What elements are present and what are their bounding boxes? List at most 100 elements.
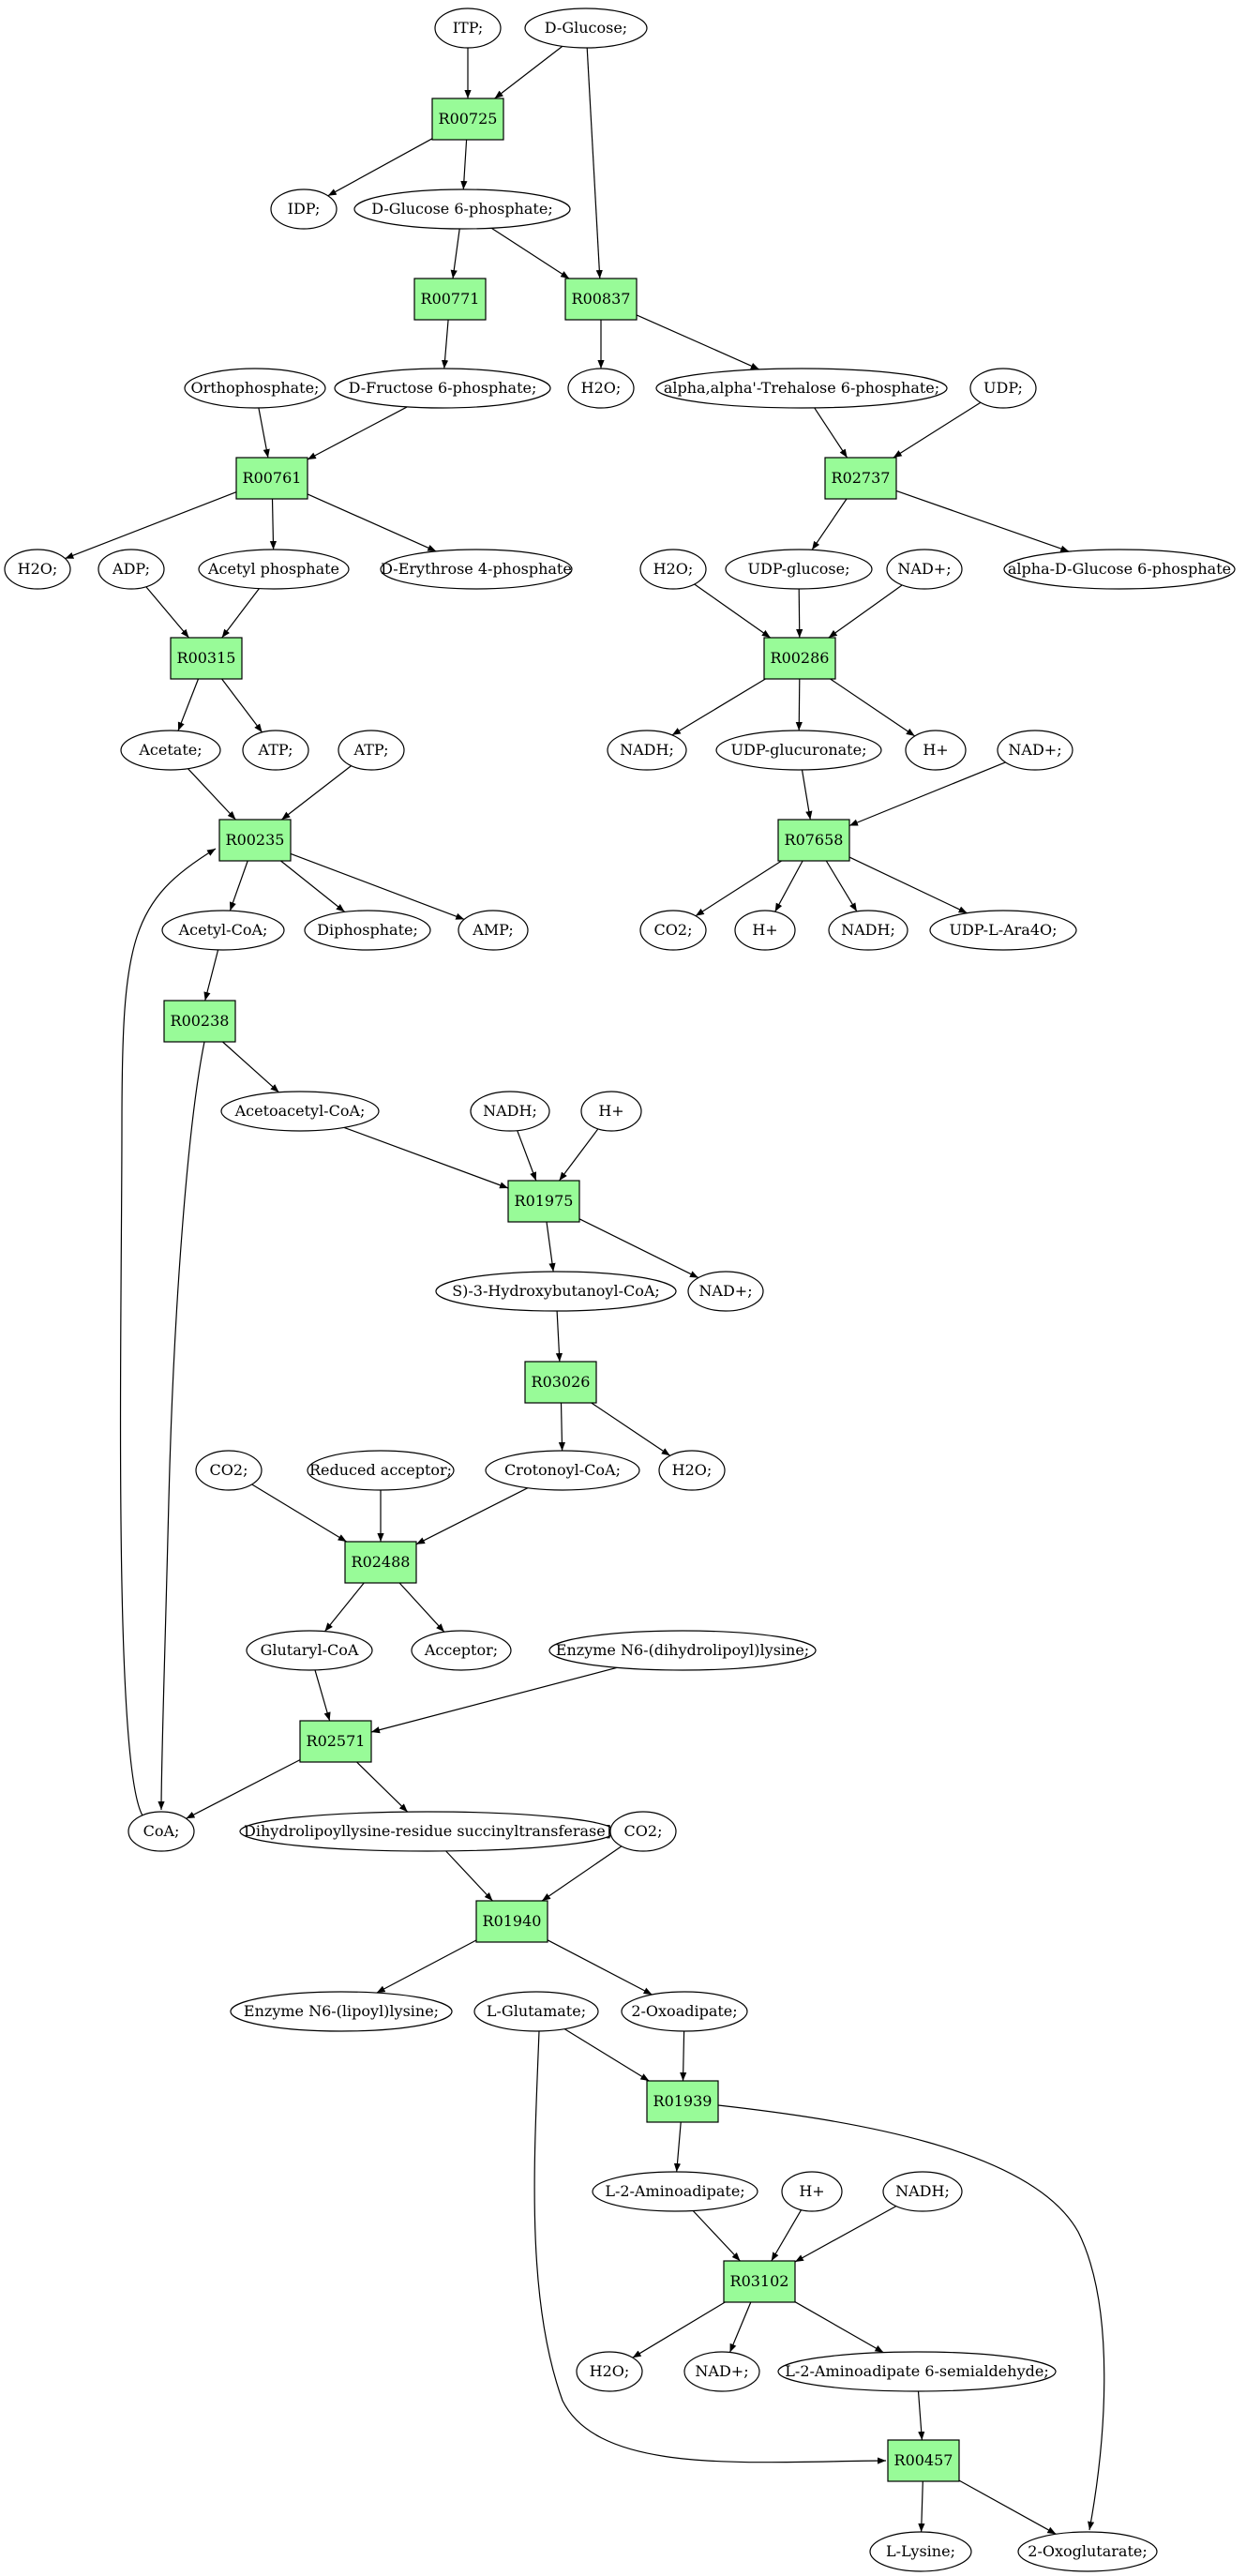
metabolite-ellipse xyxy=(658,1450,726,1491)
edge-r03102-to-nad_4 xyxy=(728,2301,752,2353)
metabolite-ellipse xyxy=(997,730,1073,771)
reaction-node-r07658: R07658 xyxy=(777,819,850,862)
metabolite-ellipse xyxy=(687,1271,764,1312)
edge-r03102-to-h2o_5 xyxy=(632,2301,726,2358)
node-label: NAD+; xyxy=(695,2362,748,2380)
metabolite-ellipse xyxy=(338,730,405,771)
reaction-node-r02737: R02737 xyxy=(824,457,897,500)
metabolite-ellipse xyxy=(246,1630,373,1671)
node-label: UDP; xyxy=(983,379,1023,397)
node-label: Orthophosphate; xyxy=(191,379,320,397)
metabolite-ellipse xyxy=(524,8,648,49)
node-label: R01975 xyxy=(515,1192,574,1210)
node-label: H+ xyxy=(923,741,948,759)
metabolite-node-acetylcoa: Acetyl-CoA; xyxy=(161,910,285,951)
metabolite-node-co2_2: CO2; xyxy=(195,1450,263,1491)
metabolite-node-atp_2: ATP; xyxy=(338,730,405,771)
node-label: CO2; xyxy=(654,921,693,939)
reaction-node-r00771: R00771 xyxy=(413,278,487,321)
node-label: Dihydrolipoyllysine-residue succinyltran… xyxy=(244,1822,611,1840)
node-label: Reduced acceptor; xyxy=(309,1461,452,1479)
metabolite-node-tre6p: alpha,alpha'-Trehalose 6-phosphate; xyxy=(655,368,948,409)
edge-f6p-to-r00761 xyxy=(307,406,408,460)
edge-nadh_3-to-r01975 xyxy=(517,1130,537,1182)
metabolite-node-adp: ADP; xyxy=(98,549,165,590)
metabolite-ellipse xyxy=(734,910,796,951)
node-label: H+ xyxy=(598,1102,623,1120)
node-label: Enzyme N6-(dihydrolipoyl)lysine; xyxy=(556,1641,809,1659)
reaction-box xyxy=(235,457,308,500)
metabolite-ellipse xyxy=(470,1091,550,1132)
reaction-node-r01975: R01975 xyxy=(507,1180,580,1223)
edge-r00286-to-hplus_1 xyxy=(830,678,916,737)
edge-hplus_3-to-r01975 xyxy=(559,1128,599,1182)
metabolite-node-l2aasa: L-2-Aminoadipate 6-semialdehyde; xyxy=(777,2351,1057,2392)
node-label: Crotonoyl-CoA; xyxy=(504,1461,621,1479)
edge-r00235-to-amp xyxy=(290,852,465,920)
node-label: alpha,alpha'-Trehalose 6-phosphate; xyxy=(664,379,939,397)
edge-r02571-to-coa xyxy=(186,1759,301,1819)
metabolite-node-lglu: L-Glutamate; xyxy=(473,1991,599,2032)
node-label: R02571 xyxy=(307,1732,366,1750)
edge-r00457-to-llys xyxy=(918,2480,925,2533)
metabolite-node-enzdhl: Enzyme N6-(dihydrolipoyl)lysine; xyxy=(548,1630,817,1671)
node-label: ITP; xyxy=(453,19,484,37)
metabolite-ellipse xyxy=(304,910,431,951)
metabolite-node-atp_1: ATP; xyxy=(242,730,309,771)
metabolite-node-dglucose: D-Glucose; xyxy=(524,8,648,49)
reaction-box xyxy=(163,1000,236,1043)
node-label: R00235 xyxy=(226,831,285,849)
reaction-node-r02488: R02488 xyxy=(344,1541,417,1584)
edge-r00761-to-e4p xyxy=(307,493,437,552)
node-label: NADH; xyxy=(483,1102,537,1120)
edge-r02571-to-dhlsucc xyxy=(356,1761,409,1813)
edge-udpgla-to-r07658 xyxy=(801,769,813,821)
reaction-box xyxy=(646,2080,719,2123)
edge-dglucose-to-r00725 xyxy=(494,45,563,99)
edge-r00725-to-g6p xyxy=(460,139,468,190)
edge-lglu-to-r01939 xyxy=(563,2028,650,2082)
metabolite-node-nadh_3: NADH; xyxy=(470,1091,550,1132)
metabolite-ellipse xyxy=(4,549,71,590)
reaction-box xyxy=(218,819,292,862)
edge-r02737-to-udpglc xyxy=(811,498,848,550)
node-label: R02488 xyxy=(352,1553,411,1571)
metabolite-ellipse xyxy=(307,1450,455,1491)
metabolite-node-hplus_1: H+ xyxy=(905,730,967,771)
reaction-node-r00238: R00238 xyxy=(163,1000,236,1043)
node-label: H+ xyxy=(799,2182,824,2200)
metabolite-ellipse xyxy=(607,730,687,771)
node-label: UDP-glucose; xyxy=(748,560,850,578)
node-label: H2O; xyxy=(18,560,58,578)
node-label: 2-Oxoadipate; xyxy=(631,2002,737,2020)
metabolite-node-hplus_4: H+ xyxy=(781,2171,843,2212)
metabolite-ellipse xyxy=(548,1630,817,1671)
edge-nadh_4-to-r03102 xyxy=(794,2206,897,2263)
metabolite-node-nad_4: NAD+; xyxy=(683,2351,760,2392)
node-label: Acetate; xyxy=(138,741,202,759)
reaction-node-r03026: R03026 xyxy=(524,1361,597,1404)
metabolite-ellipse xyxy=(1003,549,1236,590)
metabolite-node-oxoglu: 2-Oxoglutarate; xyxy=(1017,2531,1158,2572)
reaction-box xyxy=(723,2260,796,2303)
metabolite-ellipse xyxy=(592,2171,758,2212)
edge-r00235-to-acetylcoa xyxy=(229,860,248,911)
node-label: UDP-L-Ara4O; xyxy=(949,921,1057,939)
metabolite-node-udp: UDP; xyxy=(969,368,1037,409)
metabolite-ellipse xyxy=(195,1450,263,1491)
node-label: H2O; xyxy=(590,2362,630,2380)
edge-r00837-to-tre6p xyxy=(636,314,760,370)
edge-r03026-to-h2o_4 xyxy=(591,1402,671,1456)
metabolite-node-udpgla: UDP-glucuronate; xyxy=(715,730,882,771)
node-label: ADP; xyxy=(112,560,150,578)
node-label: NADH; xyxy=(841,921,895,939)
reaction-node-r00725: R00725 xyxy=(431,98,504,141)
edge-r00457-to-oxoglu xyxy=(958,2479,1057,2535)
edge-enzdhl-to-r02571 xyxy=(370,1666,618,1734)
metabolite-ellipse xyxy=(242,730,309,771)
edges-layer xyxy=(65,45,1105,2535)
node-label: CO2; xyxy=(210,1461,248,1479)
edge-acacoa-to-r01975 xyxy=(343,1126,509,1189)
metabolite-ellipse xyxy=(639,910,707,951)
